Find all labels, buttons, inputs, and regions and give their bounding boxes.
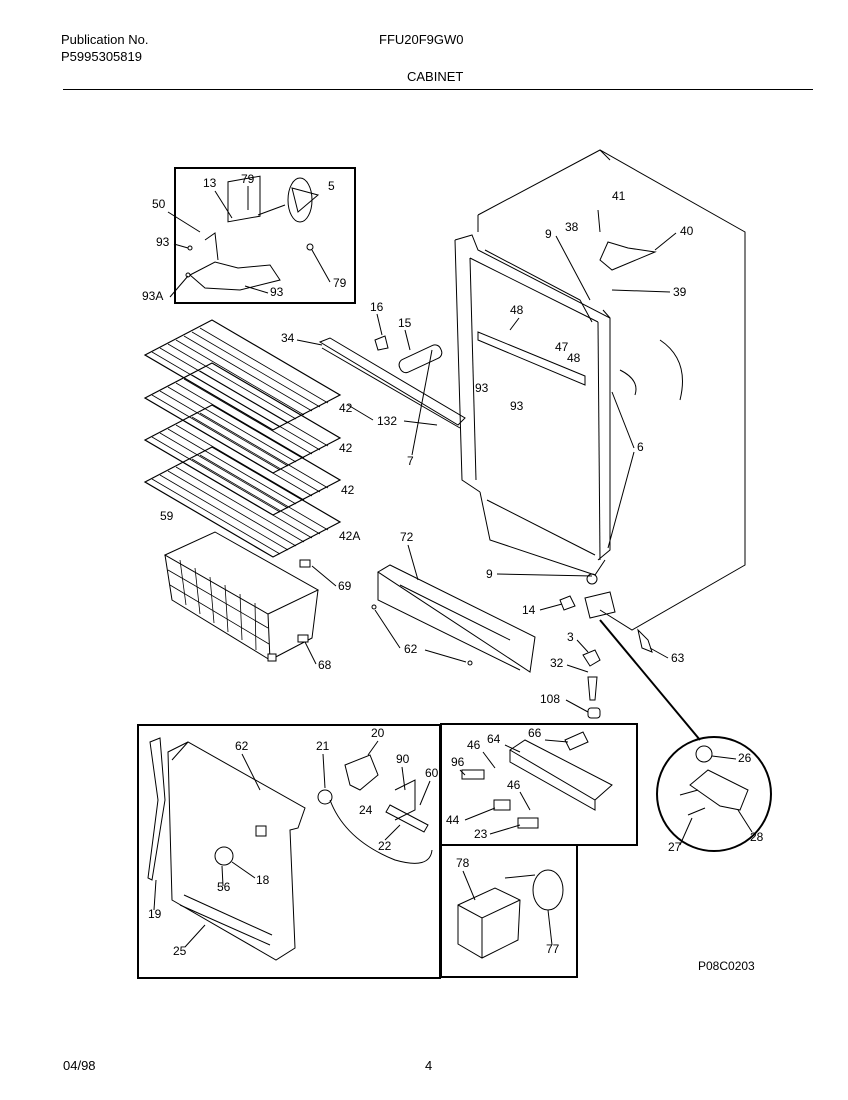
callout-79: 79 <box>241 172 255 186</box>
callout-68: 68 <box>318 658 332 672</box>
wire-basket <box>163 531 320 662</box>
callout-38: 38 <box>565 220 579 234</box>
publication-label: Publication No. <box>61 32 149 47</box>
callout-3: 3 <box>567 630 574 644</box>
callout-56: 56 <box>217 880 231 894</box>
callout-16: 16 <box>370 300 384 314</box>
footer-date: 04/98 <box>63 1058 96 1073</box>
callout-108: 108 <box>540 692 560 706</box>
callout-48: 48 <box>567 351 581 365</box>
callout-25: 25 <box>173 944 187 958</box>
fan-motor-inset <box>174 167 356 304</box>
callout-39: 39 <box>673 285 687 299</box>
callout-60: 60 <box>425 766 439 780</box>
callout-40: 40 <box>680 224 694 238</box>
leveling-foot <box>559 591 653 719</box>
drawing-code: P08C0203 <box>698 959 755 973</box>
callout-59: 59 <box>160 509 174 523</box>
callout-62: 62 <box>404 642 418 656</box>
callout-48: 48 <box>510 303 524 317</box>
callout-24: 24 <box>359 803 373 817</box>
callout-28: 28 <box>750 830 764 844</box>
callout-9: 9 <box>486 567 493 581</box>
callout-93: 93 <box>270 285 284 299</box>
callout-15: 15 <box>398 316 412 330</box>
callout-44: 44 <box>446 813 460 827</box>
callout-14: 14 <box>522 603 536 617</box>
callout-93: 93 <box>156 235 170 249</box>
hinge-detail <box>656 736 772 852</box>
callout-132: 132 <box>377 414 397 428</box>
callout-93: 93 <box>475 381 489 395</box>
callout-20: 20 <box>371 726 385 740</box>
callout-5: 5 <box>328 179 335 193</box>
callout-23: 23 <box>474 827 488 841</box>
front-kickplate <box>371 564 536 673</box>
callout-72: 72 <box>400 530 414 544</box>
callout-79: 79 <box>333 276 347 290</box>
callout-42a: 42A <box>339 529 360 543</box>
callout-18: 18 <box>256 873 270 887</box>
callout-21: 21 <box>316 739 330 753</box>
freezer-cabinet <box>454 149 746 631</box>
callout-62: 62 <box>235 739 249 753</box>
callout-42: 42 <box>339 441 353 455</box>
publication-number: P5995305819 <box>61 49 142 64</box>
callout-42: 42 <box>341 483 355 497</box>
callout-64: 64 <box>487 732 501 746</box>
callout-96: 96 <box>451 755 465 769</box>
callout-13: 13 <box>203 176 217 190</box>
callout-7: 7 <box>407 454 414 468</box>
callout-26: 26 <box>738 751 752 765</box>
callout-93a: 93A <box>142 289 163 303</box>
callout-46: 46 <box>507 778 521 792</box>
callout-32: 32 <box>550 656 564 670</box>
callout-42: 42 <box>339 401 353 415</box>
liner-panel-inset <box>137 724 441 979</box>
callout-63: 63 <box>671 651 685 665</box>
callout-47: 47 <box>555 340 569 354</box>
callout-22: 22 <box>378 839 392 853</box>
callout-50: 50 <box>152 197 166 211</box>
callout-66: 66 <box>528 726 542 740</box>
callout-93: 93 <box>510 399 524 413</box>
section-title: CABINET <box>407 69 464 84</box>
callout-41: 41 <box>612 189 626 203</box>
callout-77: 77 <box>546 942 560 956</box>
callout-6: 6 <box>637 440 644 454</box>
callout-27: 27 <box>668 840 682 854</box>
model-number: FFU20F9GW0 <box>379 32 464 47</box>
callout-34: 34 <box>281 331 295 345</box>
callout-69: 69 <box>338 579 352 593</box>
callout-78: 78 <box>456 856 470 870</box>
callout-90: 90 <box>396 752 410 766</box>
wire-shelves <box>143 319 342 558</box>
callout-46: 46 <box>467 738 481 752</box>
callout-9: 9 <box>545 227 552 241</box>
page-number: 4 <box>425 1058 433 1073</box>
header-rule <box>63 89 813 90</box>
callout-19: 19 <box>148 907 162 921</box>
